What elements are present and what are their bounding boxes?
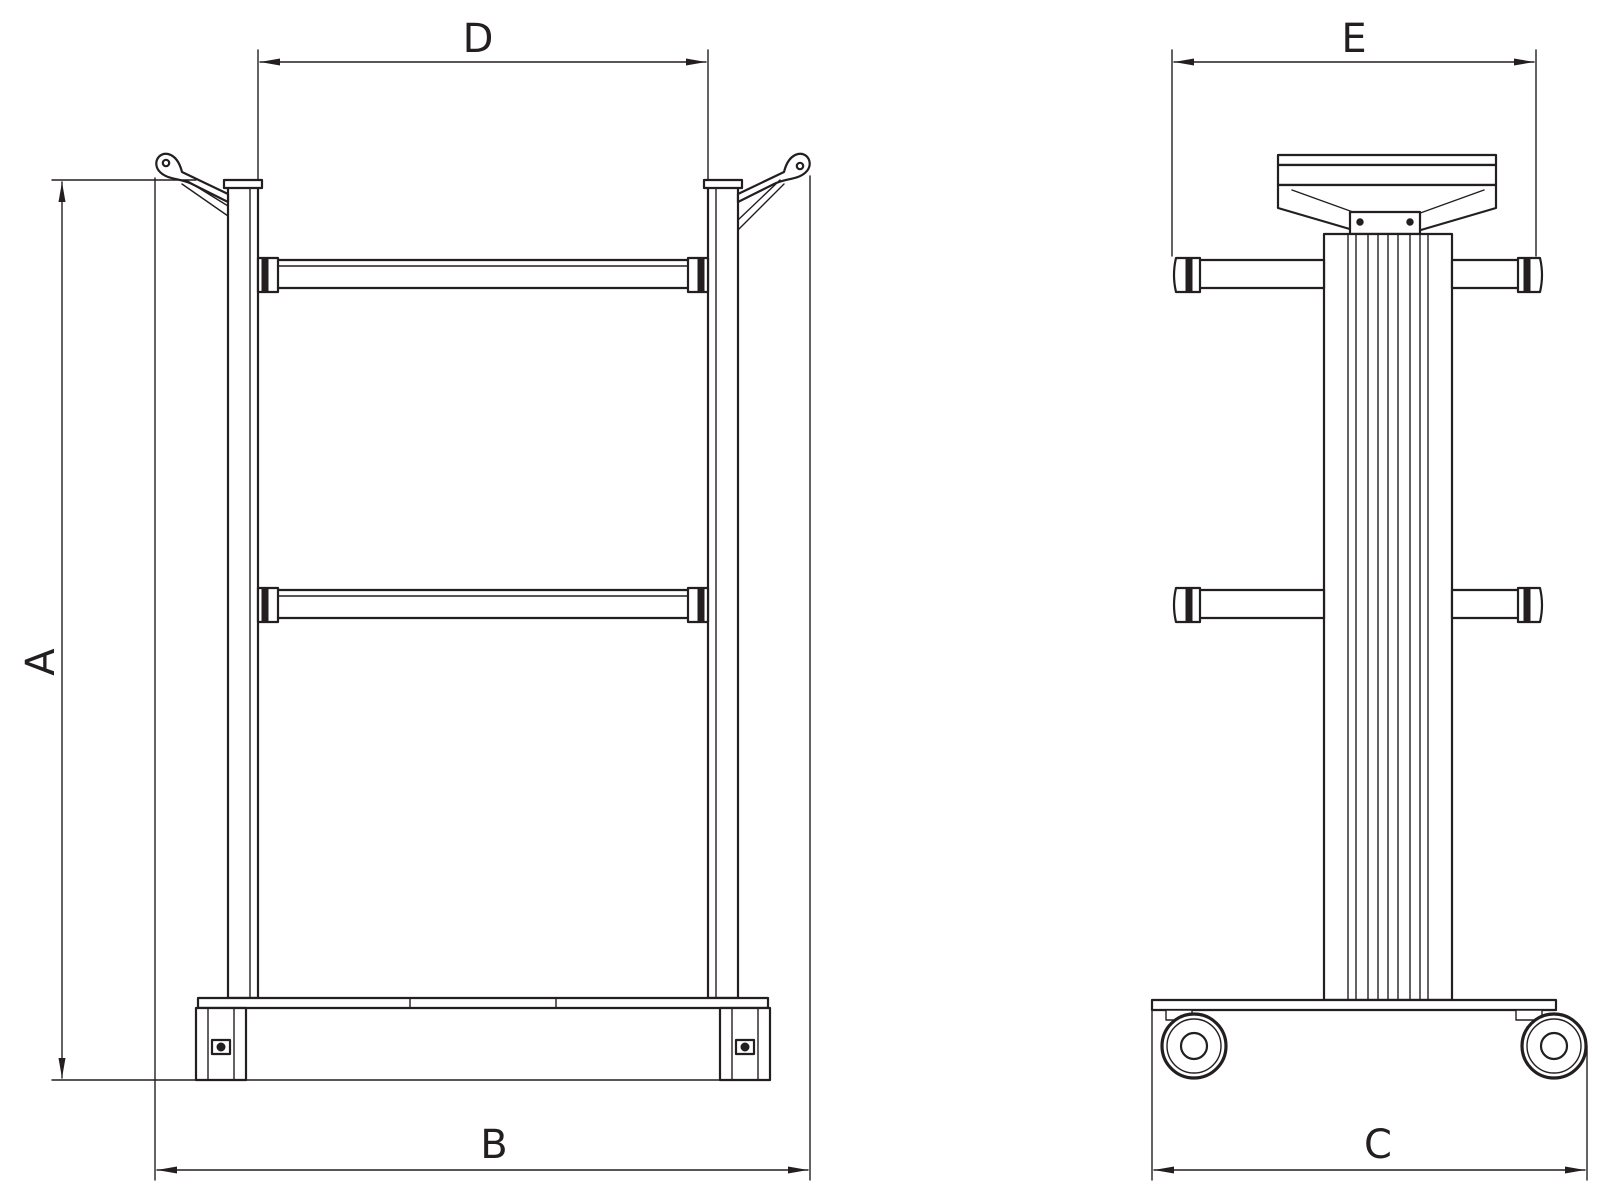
dimension-label-b: B bbox=[480, 1122, 507, 1168]
upper-arms bbox=[1172, 256, 1544, 294]
front-view bbox=[155, 152, 811, 1082]
dimension-lines bbox=[51, 49, 1588, 1181]
dimension-label-a: A bbox=[18, 648, 64, 676]
dimension-label-c: C bbox=[1364, 1122, 1392, 1168]
side-wheel-left bbox=[1160, 1012, 1228, 1080]
column bbox=[1322, 232, 1454, 1002]
upper-rail bbox=[256, 256, 710, 294]
lower-rail bbox=[256, 586, 710, 624]
dimension-label-e: E bbox=[1341, 16, 1366, 62]
lower-arms bbox=[1172, 586, 1544, 624]
right-hook bbox=[736, 152, 811, 231]
top-bracket bbox=[1276, 153, 1498, 236]
dimension-label-d: D bbox=[463, 16, 494, 62]
side-wheel-right bbox=[1520, 1012, 1588, 1080]
front-base bbox=[194, 996, 772, 1082]
side-view bbox=[1150, 153, 1588, 1080]
left-hook bbox=[155, 152, 230, 217]
side-base bbox=[1150, 998, 1588, 1080]
